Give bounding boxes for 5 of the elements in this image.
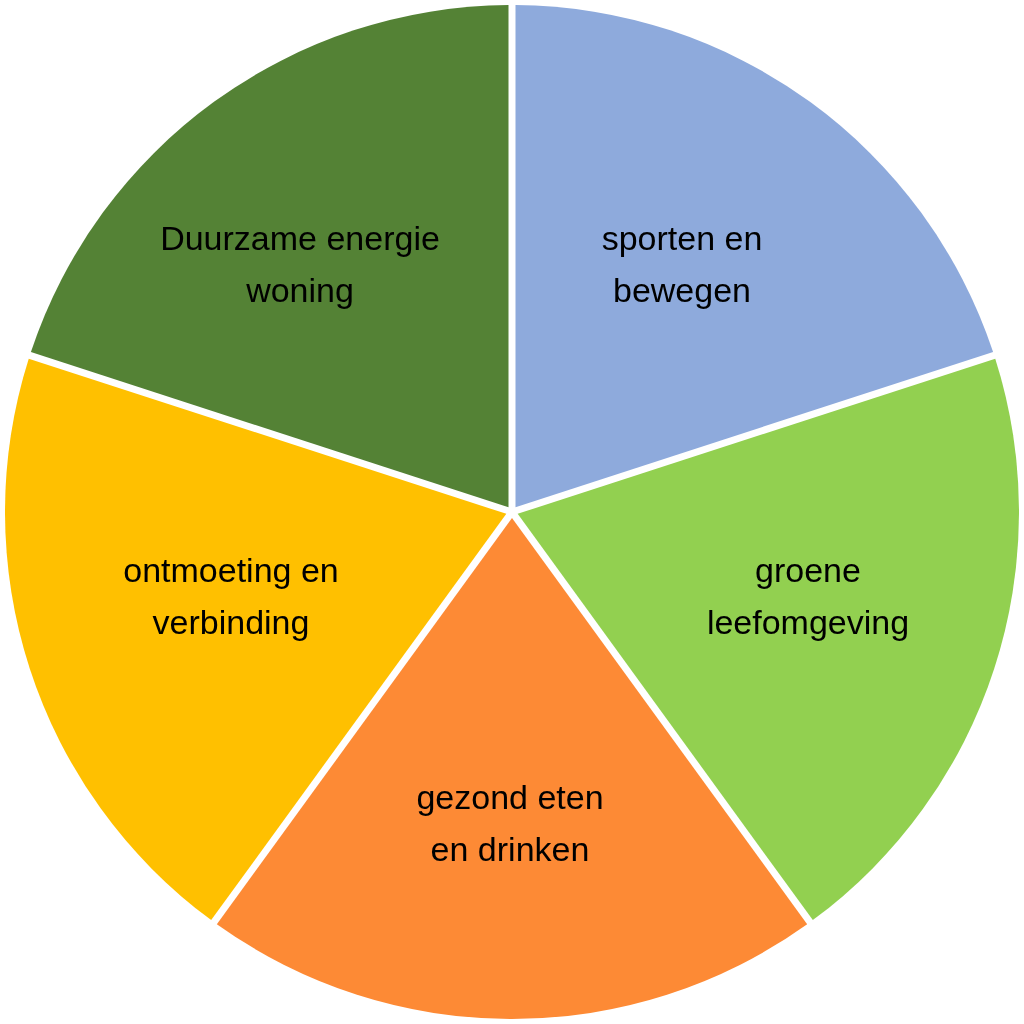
slice-label: ontmoeting en verbinding	[122, 550, 340, 643]
slice-label: sporten en bewegen	[600, 218, 764, 311]
slice-label: Duurzame energie woning	[159, 218, 441, 311]
slice-label: groene leefomgeving	[705, 550, 911, 643]
slice-label: gezond eten en drinken	[415, 777, 605, 870]
